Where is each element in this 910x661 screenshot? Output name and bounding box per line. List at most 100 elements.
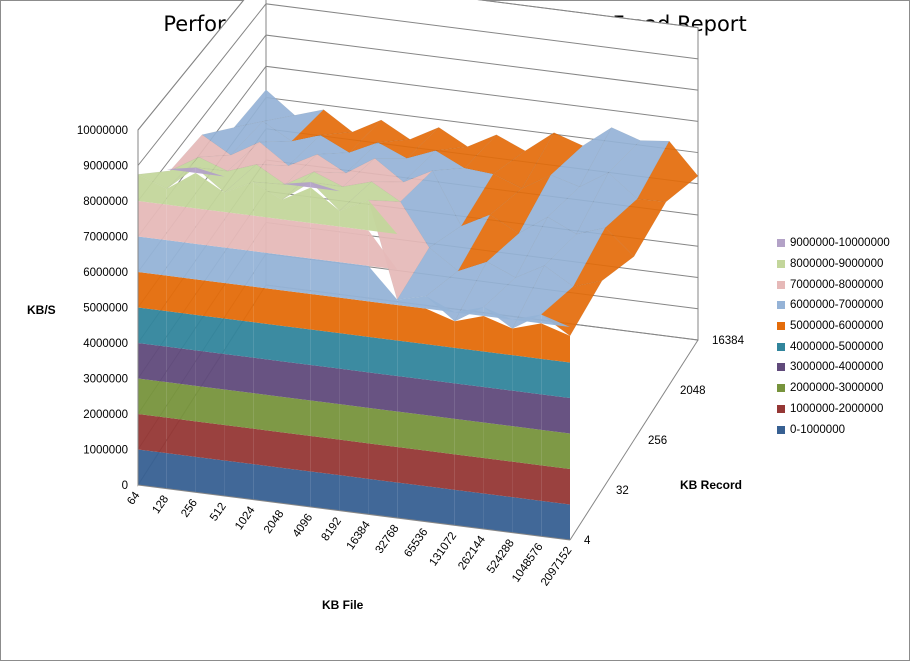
front-band [224, 181, 254, 216]
front-band [426, 308, 455, 348]
front-band [397, 376, 426, 416]
legend-label: 9000000-10000000 [790, 237, 890, 250]
front-band [253, 215, 282, 255]
y-axis-label: KB Record [680, 478, 742, 492]
front-band [224, 354, 254, 394]
front-band [310, 471, 340, 511]
front-band [310, 436, 340, 476]
front-band [339, 333, 369, 373]
front-band [512, 461, 542, 501]
front-band [454, 307, 484, 316]
x-axis-line [137, 484, 571, 541]
x-tick-label: 524288 [485, 538, 517, 576]
front-band [224, 283, 254, 323]
front-band [541, 465, 570, 505]
front-band [368, 478, 398, 518]
front-band [166, 167, 196, 173]
front-band [166, 172, 196, 209]
front-band [397, 340, 426, 380]
front-band [282, 219, 311, 259]
front-band [368, 372, 398, 412]
x-tick-label: 2097152 [539, 545, 575, 589]
front-band [195, 456, 225, 496]
z-tick-label: 5000000 [83, 303, 128, 315]
front-band [339, 262, 369, 302]
y-tick-label: 2048 [680, 385, 706, 397]
x-tick-label: 1024 [233, 504, 258, 532]
front-band [454, 418, 484, 458]
front-band [512, 314, 542, 324]
legend-swatch [777, 342, 785, 351]
legend-item: 1000000-2000000 [777, 399, 907, 420]
front-band [138, 174, 167, 205]
z-tick-label: 2000000 [83, 409, 128, 421]
front-band [195, 314, 225, 354]
legend-label: 8000000-9000000 [790, 258, 884, 271]
front-band [224, 425, 254, 465]
x-tick-label: 8192 [320, 516, 345, 544]
legend-item: 9000000-10000000 [777, 233, 907, 254]
front-band [426, 486, 455, 526]
front-band [166, 311, 196, 351]
front-band [541, 358, 570, 398]
front-band [224, 389, 254, 429]
legend-label: 5000000-6000000 [790, 320, 884, 333]
front-band [138, 414, 167, 454]
front-band [195, 385, 225, 425]
front-band [339, 475, 369, 515]
front-band [253, 181, 282, 220]
front-band [138, 236, 167, 276]
front-band [426, 379, 455, 419]
legend-swatch [777, 301, 785, 310]
front-band [282, 182, 311, 188]
gridline [137, 0, 699, 131]
front-band [310, 187, 340, 227]
y-tick-label: 256 [648, 435, 667, 447]
front-band [195, 279, 225, 319]
front-band [368, 265, 398, 305]
front-band [195, 208, 225, 248]
front-band [397, 482, 426, 522]
z-tick-label: 1000000 [83, 445, 128, 457]
front-band [541, 500, 570, 540]
legend-label: 1000000-2000000 [790, 402, 884, 415]
front-band [368, 443, 398, 483]
front-band [253, 251, 282, 291]
front-band [166, 346, 196, 386]
gridline [137, 65, 699, 237]
x-tick-label: 262144 [456, 533, 488, 572]
front-band [138, 201, 167, 241]
front-band [512, 323, 542, 359]
axes [137, 130, 699, 541]
front-band [339, 368, 369, 408]
front-band [195, 172, 225, 212]
front-band [138, 307, 167, 347]
front-band [138, 449, 167, 489]
x-axis-label: KB File [322, 598, 364, 612]
front-band [253, 286, 282, 326]
front-band [253, 357, 282, 397]
y-tick-label: 16384 [712, 335, 745, 347]
legend-swatch [777, 260, 785, 269]
legend-item: 0-1000000 [777, 419, 907, 440]
front-band [483, 351, 513, 391]
legend-label: 2000000-3000000 [790, 382, 884, 395]
front-band [426, 450, 455, 490]
front-band [483, 307, 513, 320]
z-tick-label: 0 [122, 480, 128, 492]
front-band [339, 226, 369, 266]
front-band [282, 325, 311, 365]
x-tick-label: 32768 [373, 523, 401, 556]
front-band [282, 254, 311, 294]
front-band [541, 394, 570, 434]
front-band [282, 290, 311, 330]
front-band [512, 426, 542, 466]
legend-label: 7000000-8000000 [790, 278, 884, 291]
front-band [426, 296, 455, 313]
front-band [454, 383, 484, 423]
legend-item: 7000000-8000000 [777, 274, 907, 295]
front-band [224, 318, 254, 358]
front-band [339, 200, 369, 231]
front-band [253, 393, 282, 433]
